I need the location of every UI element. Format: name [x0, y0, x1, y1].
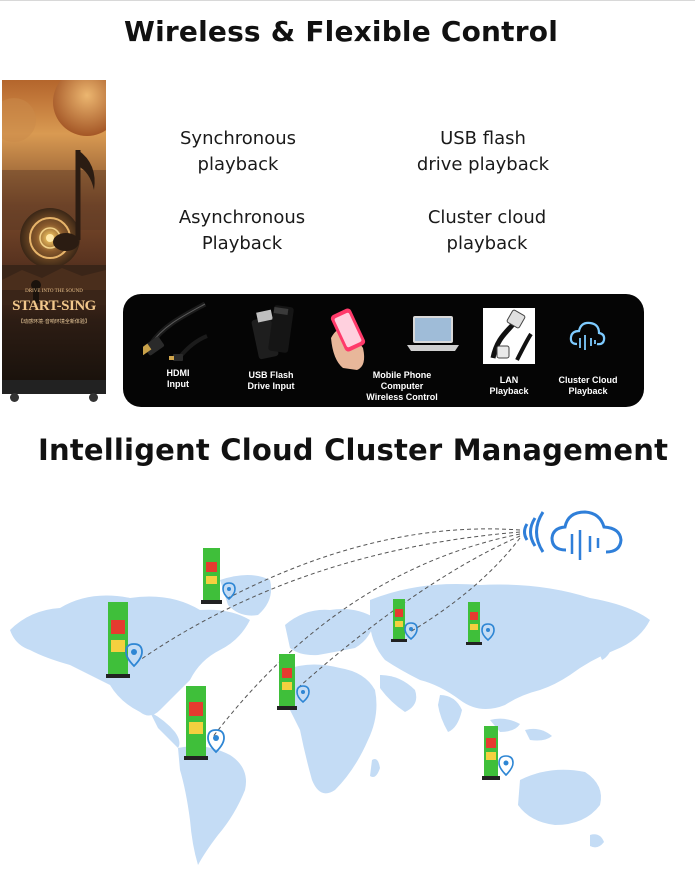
mode-line: Playback — [201, 233, 283, 254]
mode-line: playback — [197, 154, 279, 175]
mode-asynchronous-playback: Asynchronous Playback — [152, 205, 332, 257]
poster-headline: START-SING — [12, 298, 96, 314]
world-map — [10, 510, 650, 865]
section-title-cloud-cluster: Intelligent Cloud Cluster Management — [38, 433, 669, 467]
laptop-icon — [407, 316, 459, 351]
display-marker-greenland — [201, 548, 236, 604]
poster-stand-base — [2, 380, 106, 394]
display-marker-north-america — [106, 602, 143, 678]
mode-line: Synchronous — [179, 128, 296, 149]
mode-usb-flash-playback: USB flash drive playback — [393, 126, 573, 178]
poster-screen: DRIVE INTO THE SOUND START-SING 【动感环境·音响… — [2, 80, 106, 380]
top-divider — [0, 0, 695, 1]
connection-line — [409, 537, 521, 633]
connection-line — [299, 535, 521, 687]
connection-line — [211, 533, 521, 739]
mode-line: playback — [446, 233, 528, 254]
section-title-wireless-control: Wireless & Flexible Control — [124, 15, 559, 48]
mode-line: Asynchronous — [178, 207, 306, 228]
poster-artwork-icon — [2, 80, 106, 305]
cluster-cloud-icon — [569, 321, 606, 350]
poster-display: DRIVE INTO THE SOUND START-SING 【动感环境·音响… — [2, 80, 106, 403]
cloud-wifi-icon — [523, 510, 623, 560]
mode-synchronous-playback: Synchronous playback — [148, 126, 328, 178]
poster-tagline: DRIVE INTO THE SOUND — [25, 289, 83, 294]
usb-flash-drive-icon — [251, 305, 294, 360]
connection-lines — [139, 528, 521, 739]
hdmi-cable-icon — [143, 301, 208, 361]
world-map-continents — [10, 575, 650, 865]
poster-wheel-icon — [89, 393, 98, 402]
input-computer — [401, 294, 463, 407]
display-markers — [106, 548, 514, 780]
mode-line: USB flash — [440, 128, 526, 149]
display-marker-southeast-asia — [482, 726, 514, 780]
connection-line — [227, 528, 521, 599]
display-marker-russia — [391, 599, 418, 642]
mode-line: drive playback — [416, 154, 550, 175]
lan-cable-icon — [483, 308, 535, 364]
poster-wheel-icon — [10, 393, 19, 402]
display-marker-central-america — [184, 686, 225, 760]
poster-subtitle: 【动感环境·音响环境全新体验】 — [18, 320, 90, 325]
mode-cluster-cloud-playback: Cluster cloud playback — [397, 205, 577, 257]
connection-line — [139, 531, 521, 661]
mobile-phone-icon — [330, 308, 366, 370]
display-marker-europe-africa — [277, 654, 310, 710]
display-marker-asia — [466, 602, 495, 645]
mode-line: Cluster cloud — [427, 207, 547, 228]
input-mobile-phone — [323, 294, 393, 407]
